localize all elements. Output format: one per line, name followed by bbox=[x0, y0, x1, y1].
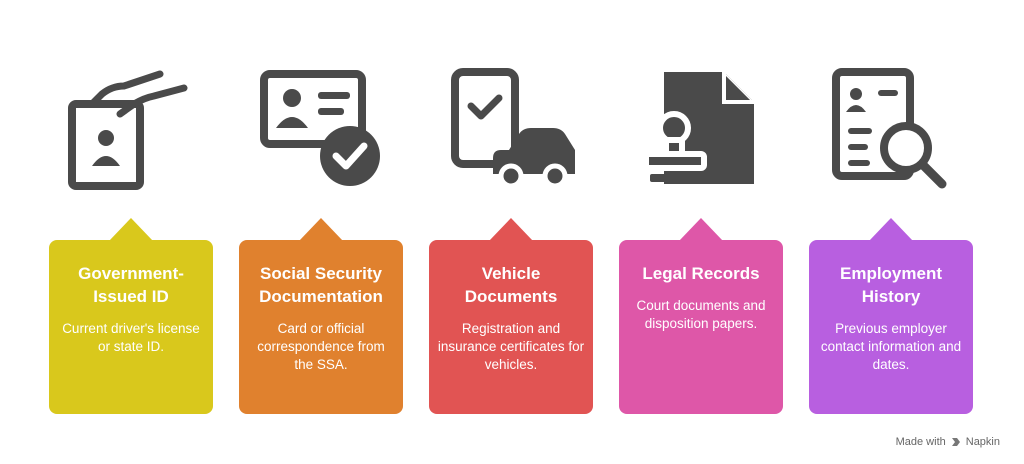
card-employment-history: Employment History Previous employer con… bbox=[809, 218, 973, 414]
napkin-brand: Napkin bbox=[965, 436, 1000, 448]
card-vehicle-documents: Vehicle Documents Registration and insur… bbox=[429, 218, 593, 414]
card-social-security-documentation: Social Security Documentation Card or of… bbox=[239, 218, 403, 414]
card-text: Court documents and disposition papers. bbox=[636, 298, 766, 331]
made-with-label: Made with bbox=[895, 436, 946, 448]
made-with-napkin-footer[interactable]: Made with Napkin bbox=[896, 436, 1000, 448]
card-title: Vehicle Documents bbox=[464, 264, 558, 306]
card-title: Employment History bbox=[839, 264, 943, 306]
card-government-issued-id: Government-Issued ID Current driver's li… bbox=[49, 218, 213, 414]
id-card-check-icon bbox=[260, 70, 380, 186]
legal-stamp-document-icon bbox=[643, 72, 754, 184]
napkin-logo-icon bbox=[951, 438, 960, 446]
card-legal-records: Legal Records Court documents and dispos… bbox=[619, 218, 783, 414]
card-title: Social Security Documentation bbox=[259, 264, 383, 306]
vehicle-document-icon bbox=[451, 68, 575, 189]
card-title: Government-Issued ID bbox=[78, 264, 184, 306]
card-title: Legal Records bbox=[642, 264, 760, 283]
card-text: Registration and insurance certificates … bbox=[437, 321, 585, 372]
card-text: Current driver's license or state ID. bbox=[62, 321, 200, 354]
resume-search-icon bbox=[832, 68, 947, 189]
card-text: Previous employer contact information an… bbox=[820, 321, 962, 372]
id-badge-icon bbox=[68, 70, 188, 190]
card-text: Card or official correspondence from the… bbox=[257, 321, 385, 372]
